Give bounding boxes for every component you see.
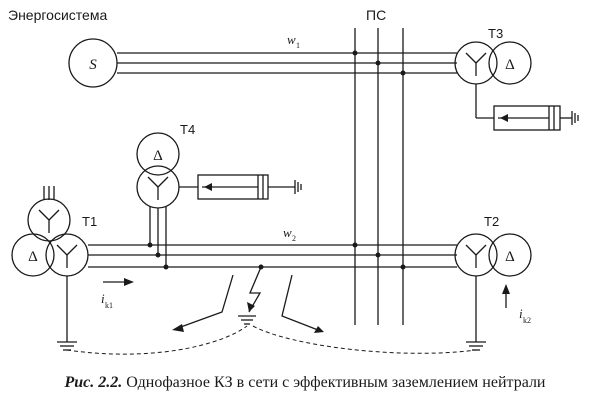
generator-label: S xyxy=(89,57,97,73)
line-w2-label: w xyxy=(283,225,292,240)
caption-label: Рис. 2.2. xyxy=(64,374,123,391)
t3-delta: Δ xyxy=(505,57,515,73)
current-ik1: i k1 xyxy=(101,278,134,310)
current-ik2: i k2 xyxy=(502,284,531,325)
line-w1-label: w xyxy=(287,32,296,47)
t2-delta: Δ xyxy=(505,249,515,265)
t1-delta: Δ xyxy=(28,249,38,265)
line-w1-sub: 1 xyxy=(296,41,300,50)
line-w2-sub: 2 xyxy=(292,234,296,243)
earth-return-right xyxy=(252,325,477,354)
t2-label: T2 xyxy=(484,214,499,229)
ik2-label: i xyxy=(519,306,523,321)
line-w1 xyxy=(117,52,457,74)
line-w2 xyxy=(88,244,457,268)
transformer-t1: Δ xyxy=(11,186,89,351)
t3-label: T3 xyxy=(488,26,503,41)
ik1-sub: k1 xyxy=(105,301,113,310)
t4-label: T4 xyxy=(180,122,195,137)
transformer-t3: Δ xyxy=(454,41,532,118)
figure-caption: Рис. 2.2. Однофазное КЗ в сети с эффекти… xyxy=(0,374,610,392)
substation-label: ПС xyxy=(366,7,386,23)
fault-location xyxy=(172,264,324,333)
t1-label: T1 xyxy=(82,214,97,229)
system-label: Энергосистема xyxy=(8,7,107,23)
t4-neutral-breaker xyxy=(197,174,302,200)
caption-text: Однофазное КЗ в сети с эффективным зазем… xyxy=(122,374,546,391)
t4-delta: Δ xyxy=(153,148,163,164)
ik1-label: i xyxy=(101,291,105,306)
transformer-t2: Δ xyxy=(454,233,532,351)
generator: S xyxy=(68,38,118,88)
earth-return-left xyxy=(66,325,248,355)
transformer-t4: Δ xyxy=(136,132,198,270)
t3-neutral-breaker xyxy=(476,105,579,131)
ik2-sub: k2 xyxy=(523,316,531,325)
